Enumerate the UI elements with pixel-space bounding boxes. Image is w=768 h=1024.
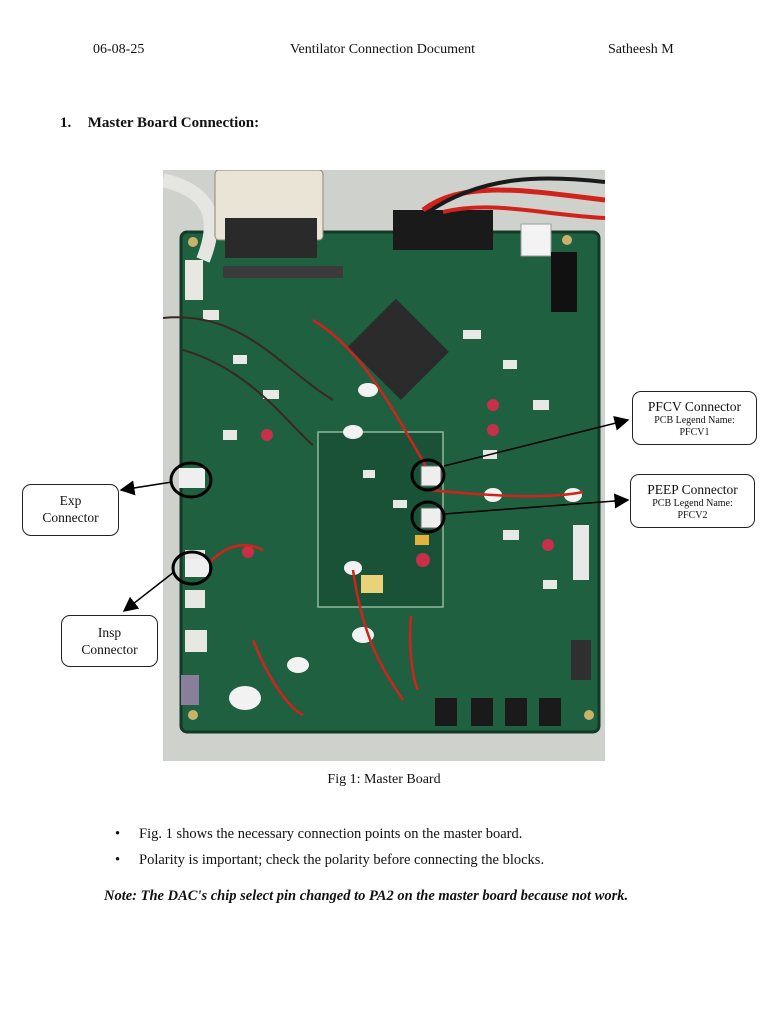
- callout-pfcv-connector: PFCV Connector PCB Legend Name: PFCV1: [632, 391, 757, 445]
- callout-peep-title: PEEP Connector: [647, 482, 738, 497]
- callout-exp-line1: Exp: [59, 493, 82, 508]
- arrow-exp: [119, 480, 173, 496]
- arrow-insp: [122, 571, 175, 612]
- figure-caption: Fig 1: Master Board: [327, 772, 441, 787]
- section-heading: 1. Master Board Connection:: [60, 115, 259, 132]
- arrow-peep: [443, 493, 630, 515]
- note-text: Note: The DAC's chip select pin changed …: [104, 888, 629, 904]
- header-author: Satheesh M: [608, 42, 674, 57]
- callout-pfcv-legend-label: PCB Legend Name:: [654, 415, 735, 426]
- bullet-icon: •: [115, 826, 121, 842]
- header-date: 06-08-25: [93, 42, 145, 57]
- callout-exp-connector: Exp Connector: [22, 484, 119, 536]
- callout-peep-legend-label: PCB Legend Name:: [652, 498, 733, 509]
- callout-insp-connector: Insp Connector: [61, 615, 158, 667]
- bullet-icon: •: [115, 852, 121, 868]
- section-number: 1.: [60, 115, 72, 131]
- callout-insp-line2: Connector: [81, 642, 138, 657]
- callout-peep-connector: PEEP Connector PCB Legend Name: PFCV2: [630, 474, 755, 528]
- callout-peep-legend-value: PFCV2: [677, 510, 708, 521]
- bullet-list: •Fig. 1 shows the necessary connection p…: [112, 826, 544, 878]
- arrow-pfcv: [443, 415, 630, 467]
- callout-pfcv-legend-value: PFCV1: [679, 427, 710, 438]
- header-title: Ventilator Connection Document: [290, 42, 476, 57]
- master-board-illustration: [163, 170, 605, 761]
- list-item: •Polarity is important; check the polari…: [115, 852, 545, 868]
- master-board-photo: [163, 170, 605, 761]
- callout-pfcv-title: PFCV Connector: [647, 399, 742, 414]
- section-title: Master Board Connection:: [87, 115, 260, 131]
- callout-exp-line2: Connector: [42, 510, 99, 525]
- callout-insp-line1: Insp: [97, 625, 122, 640]
- list-item: •Fig. 1 shows the necessary connection p…: [115, 826, 523, 842]
